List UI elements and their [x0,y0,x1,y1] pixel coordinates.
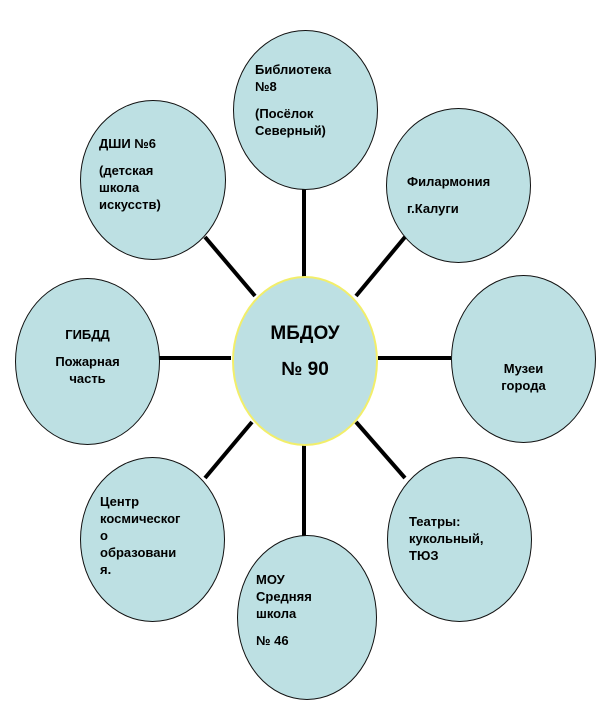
center-node: МБДОУ № 90 [232,276,378,446]
gibdd-line-2: Пожарная [55,354,120,369]
gibdd-line-3: часть [69,371,106,386]
philharmonic-line-2: г.Калуги [407,201,459,216]
center-title: МБДОУ [270,323,340,344]
philharmonic-line-1: Филармония [407,174,491,189]
space-center-line-4: образовани [100,545,177,560]
library-line-4: Северный) [255,123,326,138]
museums-line-1: Музеи [503,361,544,376]
school-line-3: школа [256,606,297,621]
connector-art-school [203,235,257,298]
school-line-1: МОУ [256,572,285,587]
connector-philharmonic [354,235,407,298]
museums-line-2: города [501,378,546,393]
node-school: МОУ Средняя школа № 46 [237,535,377,700]
node-museums: Музеи города [451,275,596,443]
node-gibdd: ГИБДД Пожарная часть [15,278,160,445]
connector-space-center [203,420,254,480]
theatres-line-2: кукольный, [409,531,484,546]
space-center-line-5: я. [100,562,112,577]
art-school-line-4: искусств) [99,197,161,212]
node-art-school: ДШИ №6 (детская школа искусств) [80,100,226,260]
center-number: № 90 [281,359,329,380]
school-line-4: № 46 [256,633,289,648]
library-line-1: Библиотека [255,62,332,77]
node-space-center: Центр космическог о образовани я. [80,457,225,622]
library-line-3: (Посёлок [255,106,314,121]
space-center-line-3: о [100,528,108,543]
theatres-line-1: Театры: [409,514,461,529]
theatres-line-3: ТЮЗ [409,548,439,563]
space-center-line-1: Центр [100,494,140,509]
art-school-line-3: школа [99,180,140,195]
node-philharmonic: Филармония г.Калуги [386,108,531,263]
node-library: Библиотека №8 (Посёлок Северный) [233,30,378,190]
art-school-line-2: (детская [99,163,154,178]
school-line-2: Средняя [256,589,312,604]
connector-theatres [354,420,407,480]
gibdd-line-1: ГИБДД [65,327,110,342]
space-center-line-2: космическог [100,511,181,526]
library-line-2: №8 [255,79,277,94]
node-theatres: Театры: кукольный, ТЮЗ [387,457,532,622]
art-school-line-1: ДШИ №6 [99,136,157,151]
